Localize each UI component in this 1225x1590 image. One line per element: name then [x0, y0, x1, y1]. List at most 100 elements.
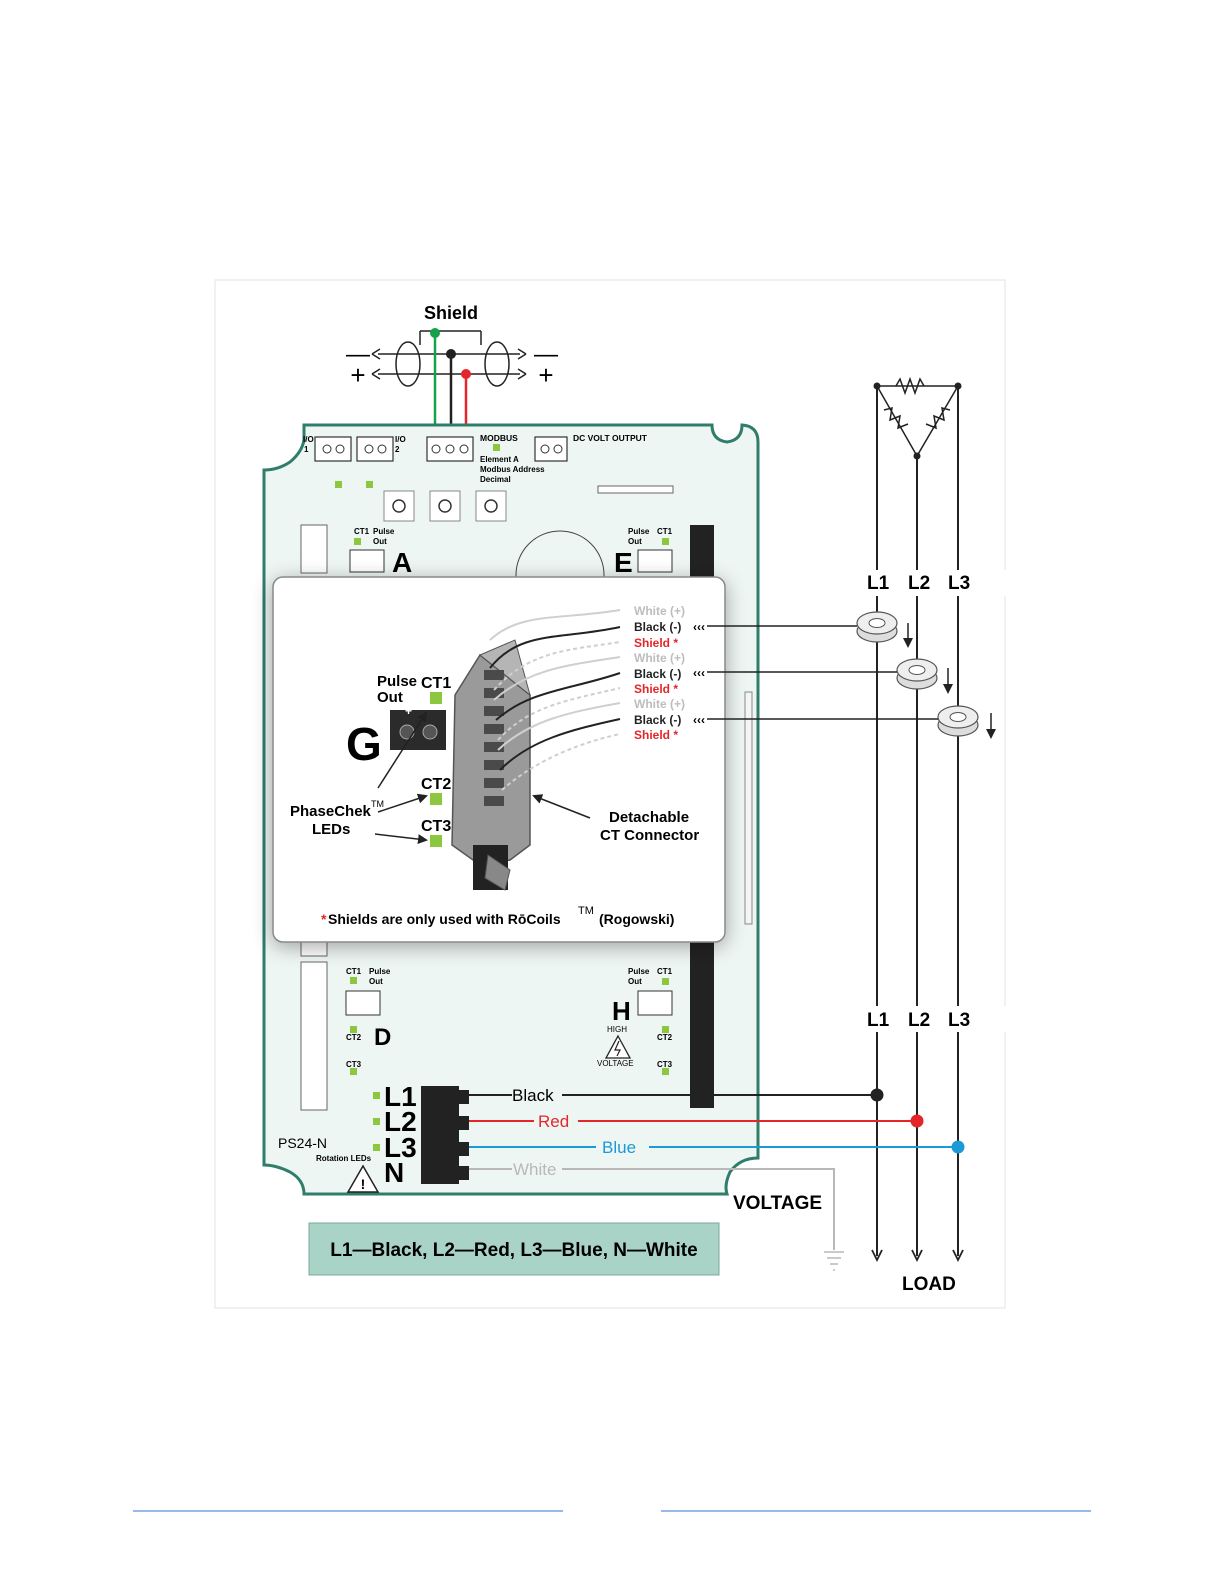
h-out: Out [628, 977, 642, 986]
modbus-decimal: Decimal [480, 475, 511, 484]
wire3-white-label: White (+) [634, 697, 685, 711]
right-bar-top [690, 525, 714, 577]
inset-out-label: Out [377, 689, 403, 706]
inset-pulse-terminal [390, 710, 446, 750]
io1-terminal: I/O 1 [303, 435, 352, 462]
footnote-tm: TM [578, 905, 594, 917]
section-d-label: D [374, 1024, 391, 1051]
l1-led [373, 1092, 380, 1099]
left-terminal-strip-bottom [300, 961, 328, 1111]
voltage-wires: Black Red Blue White VOLTAGE LOAD [469, 1086, 965, 1295]
wire3-black-label: Black (-) [634, 713, 681, 727]
high-voltage-warning-icon [604, 1034, 632, 1059]
svg-text:‹‹‹: ‹‹‹ [693, 666, 705, 680]
d-ct3-led [350, 1068, 357, 1075]
minus-right: — [534, 341, 558, 368]
a-out: Out [373, 537, 387, 546]
h-pulse-terminal [637, 990, 673, 1016]
inset-ct1-led [430, 692, 442, 704]
io1-label: I/O [303, 435, 314, 444]
wire3-shield-label: Shield * [634, 728, 678, 742]
a-ct1: CT1 [354, 527, 370, 536]
board-l3-label: L3 [384, 1132, 417, 1163]
minus-left: — [346, 341, 370, 368]
blue-wire-label: Blue [602, 1138, 636, 1157]
inset-ct1-label: CT1 [421, 675, 451, 692]
h-pulse: Pulse [628, 967, 650, 976]
shield-label: Shield [424, 303, 478, 323]
lower-l1-label: L1 [867, 1010, 890, 1031]
a-pulse: Pulse [373, 527, 395, 536]
plus-right: + [538, 360, 553, 390]
ct-ring-l2 [896, 658, 938, 690]
black-wire-label: Black [512, 1086, 554, 1105]
a-pulse-terminal [349, 549, 385, 573]
h-ct1: CT1 [657, 967, 673, 976]
section-e-label: E [614, 547, 633, 578]
voltage-connector [421, 1086, 459, 1184]
rotation-leds-label: Rotation LEDs [316, 1154, 372, 1163]
phasechek-tm: TM [371, 799, 384, 809]
h-ct2-led [662, 1026, 669, 1033]
plus-left: + [350, 360, 365, 390]
legend-text: L1—Black, L2—Red, L3—Blue, N—White [330, 1240, 697, 1261]
h-ct3: CT3 [657, 1060, 673, 1069]
section-h-label: H [612, 996, 631, 1026]
e-out: Out [628, 537, 642, 546]
power-lines: L1 L2 L3 L1 L2 L3 ‹‹‹ [693, 376, 1007, 1263]
d-out: Out [369, 977, 383, 986]
load-label: LOAD [902, 1274, 956, 1295]
inset-pulse-label: Pulse [377, 673, 417, 690]
h-ct2: CT2 [657, 1033, 673, 1042]
wire2-black-label: Black (-) [634, 667, 681, 681]
d-ct2-led [350, 1026, 357, 1033]
lower-l2-label: L2 [908, 1010, 930, 1031]
svg-text:‹‹‹: ‹‹‹ [693, 620, 705, 634]
svg-text:!: ! [361, 1176, 366, 1192]
ct-connector-inset: White (+) Black (-) Shield * White (+) B… [272, 576, 726, 943]
modbus-element: Element A [480, 455, 519, 464]
inset-ct3-led [430, 835, 442, 847]
d-ct3: CT3 [346, 1060, 362, 1069]
inset-ct2-label: CT2 [421, 776, 451, 793]
left-terminal-strip-top [300, 524, 328, 574]
ct-ring-l3 [937, 705, 979, 737]
dc-volt-label: DC VOLT OUTPUT [573, 433, 648, 443]
voltage-label: VOLTAGE [733, 1193, 822, 1214]
modbus-led [493, 444, 500, 451]
h-ct3-led [662, 1068, 669, 1075]
ct-ring-l1 [856, 611, 898, 643]
footnote-star: * [321, 911, 327, 927]
d-ct1-led [350, 977, 357, 984]
dc-volt-terminal: DC VOLT OUTPUT [534, 433, 648, 462]
wire1-shield-label: Shield * [634, 636, 678, 650]
board-l1-label: L1 [384, 1081, 417, 1112]
svg-text:‹‹‹: ‹‹‹ [693, 713, 705, 727]
l2-led [373, 1118, 380, 1125]
e-ct1-led [662, 538, 669, 545]
right-pin-strip [744, 691, 753, 925]
io1-num: 1 [304, 445, 309, 454]
ct-connector-label: CT Connector [600, 827, 699, 844]
io1-led [335, 481, 342, 488]
footnote-end: (Rogowski) [599, 911, 674, 927]
modbus-terminal: MODBUS Element A Modbus Address Decimal [426, 433, 545, 484]
inset-ct3-label: CT3 [421, 818, 451, 835]
model-label: PS24-N [278, 1135, 327, 1151]
white-wire-label: White [513, 1160, 556, 1179]
wire1-white-label: White (+) [634, 604, 685, 618]
warning-triangle-icon [346, 1164, 380, 1193]
io2-label: I/O [395, 435, 406, 444]
e-ct1: CT1 [657, 527, 673, 536]
wire2-shield-label: Shield * [634, 682, 678, 696]
d-ct1: CT1 [346, 967, 362, 976]
svg-text:+: + [405, 704, 412, 718]
io2-num: 2 [395, 445, 400, 454]
upper-l2-label: L2 [908, 573, 930, 594]
h-ct1-led [662, 978, 669, 985]
l3-led [373, 1144, 380, 1151]
board-l2-label: L2 [384, 1106, 417, 1137]
voltage-small-label: VOLTAGE [597, 1059, 634, 1068]
red-wire-label: Red [538, 1112, 569, 1131]
